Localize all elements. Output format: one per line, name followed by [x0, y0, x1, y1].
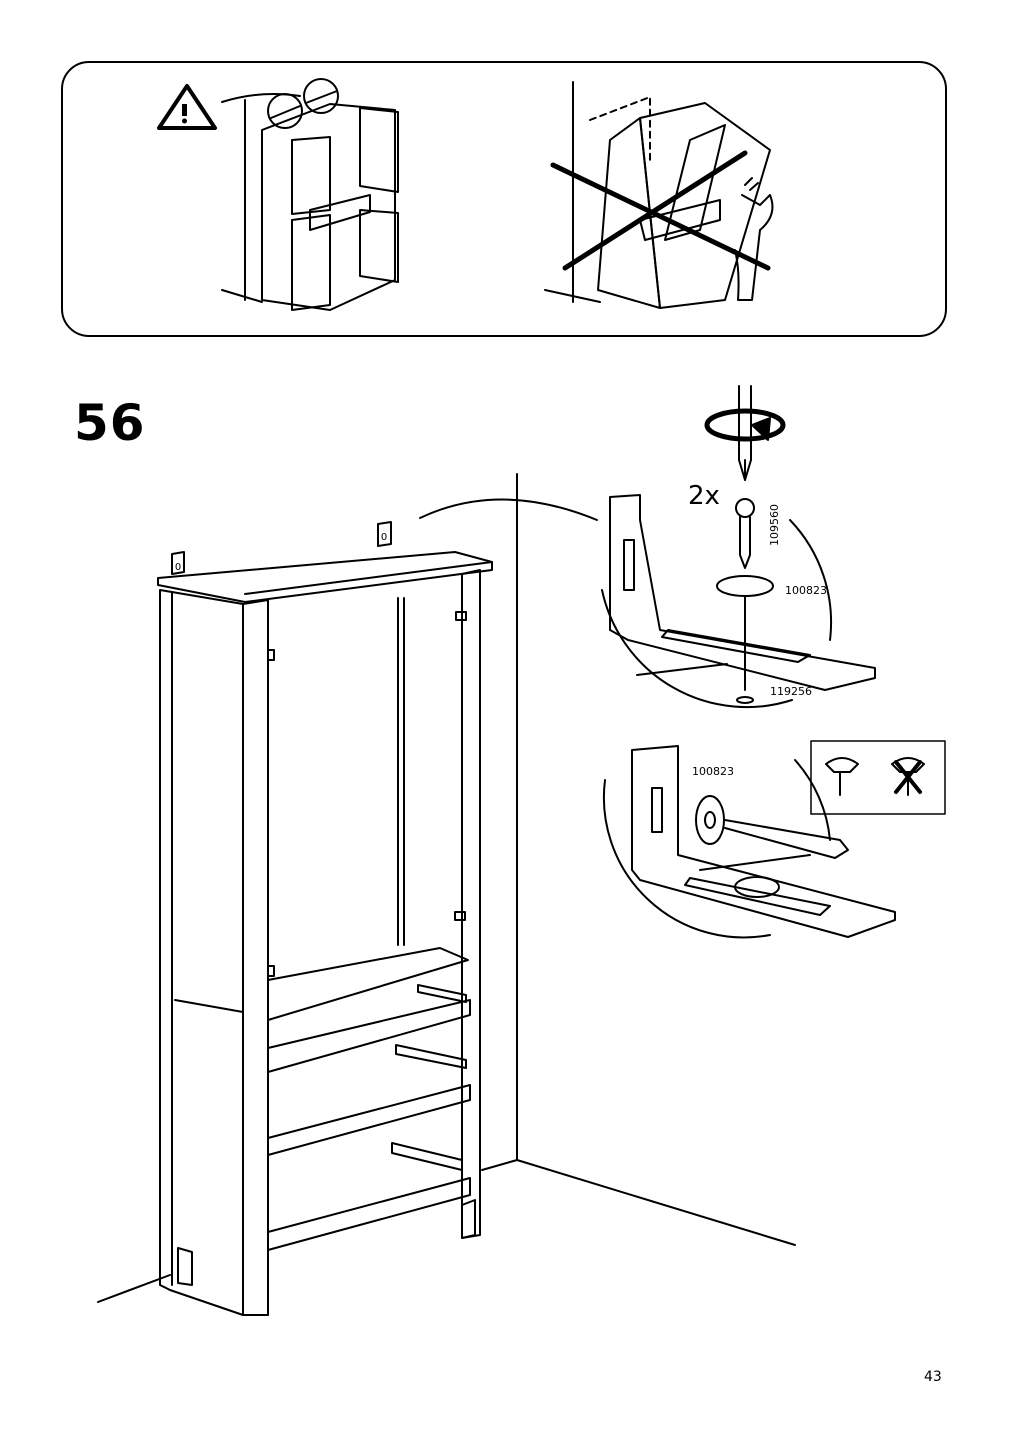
wall-bracket-top-detail — [601, 494, 876, 709]
wall-bracket-side-detail — [602, 745, 896, 939]
bracket-mark-left: 0 — [175, 562, 181, 573]
detail-connector — [419, 498, 598, 521]
part-number-screw: 109560 — [768, 504, 781, 546]
part-number-plug: 119256 — [770, 685, 812, 698]
bracket-mark-right: 0 — [381, 532, 387, 543]
part-number-washer: 100823 — [785, 584, 827, 597]
page-number: 43 — [924, 1369, 942, 1385]
screw-comparison-inset — [810, 740, 946, 815]
warning-triangle-icon — [157, 84, 217, 130]
step-number: 56 — [74, 394, 146, 452]
quantity-label: 2x — [688, 481, 720, 511]
screwdriver-icon — [738, 385, 752, 481]
bookcase-drawing — [97, 473, 796, 1316]
part-number-washer-detail: 100823 — [692, 765, 734, 778]
cabinet-tipping-drawing — [544, 81, 774, 309]
prohibited-cross-icon — [894, 760, 922, 794]
warning-panel — [61, 61, 947, 337]
rotate-arrow-icon — [704, 408, 786, 442]
cabinet-anchored-drawing — [221, 78, 399, 311]
